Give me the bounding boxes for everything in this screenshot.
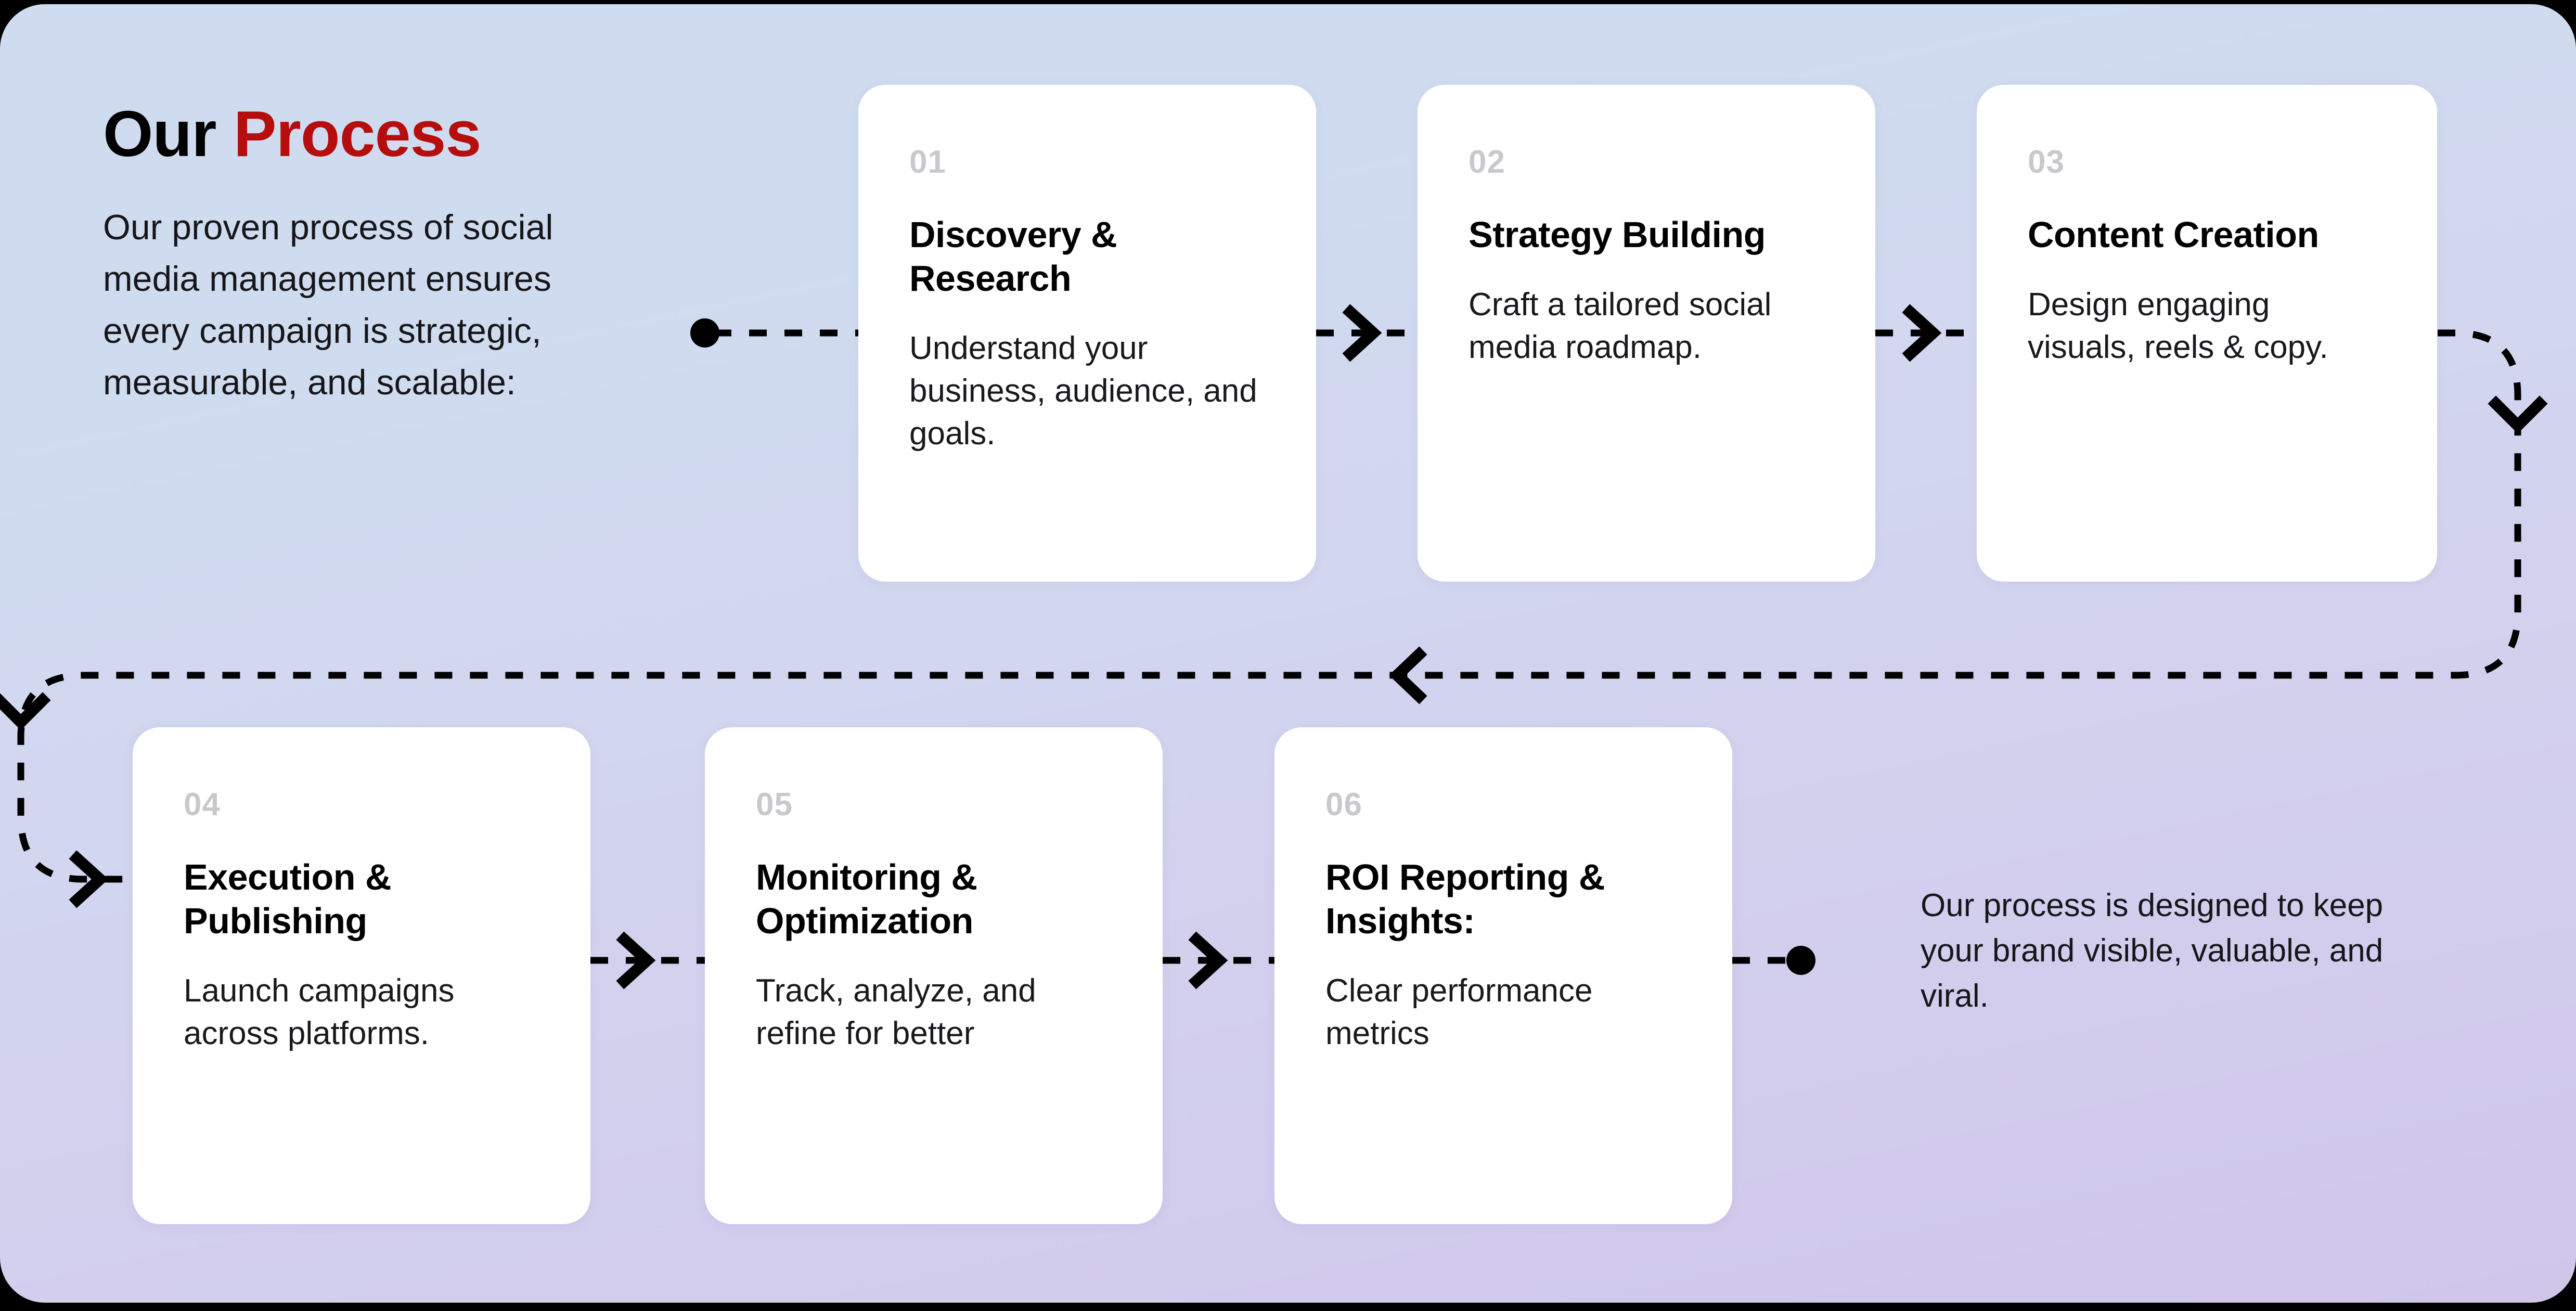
- arrow-right-into-step4: [69, 850, 109, 908]
- step-title: Execution & Publishing: [184, 857, 392, 941]
- step-card-04[interactable]: 04 Execution & Publishing Launch campaig…: [133, 727, 590, 1224]
- step-title: Strategy Building: [1469, 214, 1766, 255]
- arrow-left-mid-rail: [1389, 646, 1427, 704]
- intro-block: Our Process Our proven process of social…: [103, 102, 686, 444]
- step-number: 01: [909, 144, 946, 180]
- arrow-right-step2-step3: [1902, 304, 1942, 362]
- flow-start-dot: [690, 318, 719, 348]
- flow-end-dot: [1786, 946, 1815, 975]
- step-title: Monitoring & Optimization: [756, 857, 977, 941]
- arrow-right-step4-step5: [616, 931, 656, 989]
- step-description: Clear performance metrics: [1325, 973, 1593, 1051]
- step-title: ROI Reporting & Insights:: [1325, 857, 1605, 941]
- step-number: 05: [756, 787, 793, 822]
- step-card-05[interactable]: 05 Monitoring & Optimization Track, anal…: [705, 727, 1163, 1224]
- step-number: 03: [2028, 144, 2065, 180]
- step-description: Understand your business, audience, and …: [909, 330, 1257, 452]
- step-description: Launch campaigns across platforms.: [184, 973, 455, 1051]
- step-number: 06: [1325, 787, 1362, 822]
- page-title-accent: Process: [233, 98, 482, 170]
- arrow-down-left-rail: [0, 692, 51, 730]
- step-card-01[interactable]: 01 Discovery & Research Understand your …: [858, 85, 1316, 582]
- step-title: Content Creation: [2028, 214, 2319, 255]
- step-description: Design engaging visuals, reels & copy.: [2028, 287, 2328, 365]
- arrow-right-step5-step6: [1188, 931, 1228, 989]
- page-title: Our Process: [103, 102, 686, 166]
- step-number: 02: [1469, 144, 1505, 180]
- step-card-06[interactable]: 06 ROI Reporting & Insights: Clear perfo…: [1274, 727, 1732, 1224]
- step-card-02[interactable]: 02 Strategy Building Craft a tailored so…: [1418, 85, 1875, 582]
- step-card-03[interactable]: 03 Content Creation Design engaging visu…: [1977, 85, 2437, 582]
- step-description: Track, analyze, and refine for better: [756, 973, 1036, 1051]
- arrow-right-step1-step2: [1342, 304, 1382, 362]
- step-description: Craft a tailored social media roadmap.: [1469, 287, 1772, 365]
- intro-paragraph: Our proven process of social media manag…: [103, 208, 553, 402]
- process-section-canvas: Our Process Our proven process of social…: [0, 4, 2576, 1303]
- step-number: 04: [184, 787, 221, 822]
- page-title-lead: Our: [103, 98, 234, 170]
- arrow-down-right-rail: [2488, 395, 2548, 434]
- step-title: Discovery & Research: [909, 214, 1117, 299]
- closing-note: Our process is designed to keep your bra…: [1921, 888, 2384, 1014]
